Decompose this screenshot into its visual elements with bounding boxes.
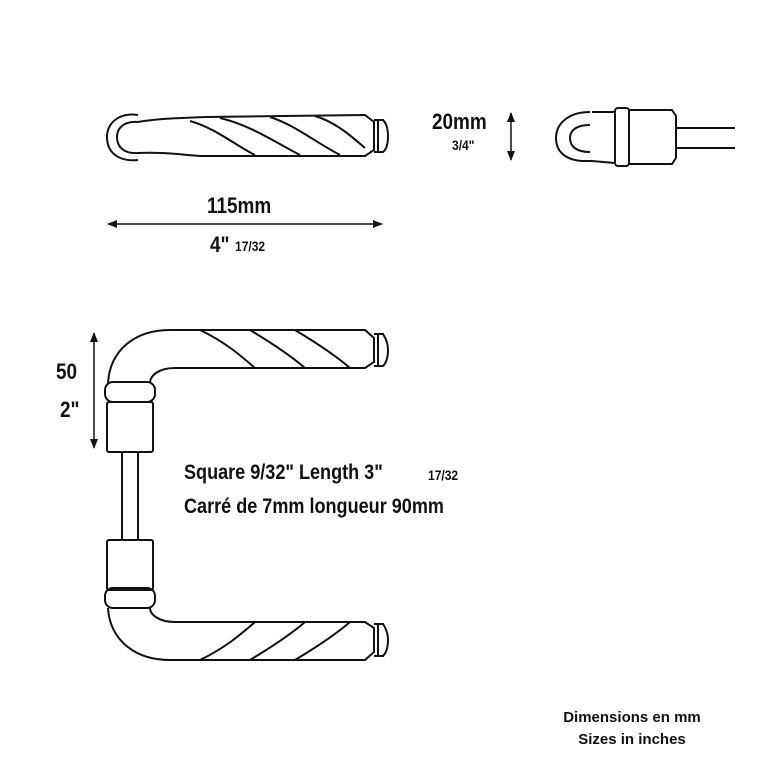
length-inch-fraction: 17/32 [235,238,266,254]
footer-units-mm: Dimensions en mm [563,709,701,726]
handle-end-knob [374,119,390,153]
length-inch-whole: 4" [210,232,230,257]
upper-handle [107,329,375,384]
side-view-handles [104,329,390,661]
offset-inch-label: 2" [60,397,80,422]
upper-collar [104,381,156,403]
height-inch-label: 3/4" [452,137,475,153]
rosette-inner [115,120,139,155]
rosette-outer [105,113,139,162]
lower-handle [107,607,375,661]
spindle-french-label: Carré de 7mm longueur 90mm [184,495,444,518]
spindle-english-label: Square 9/32" Length 3" [184,461,383,484]
offset-mm-label: 50 [56,359,78,384]
height-mm-label: 20mm [432,109,487,134]
handle-neck [137,116,206,123]
end-view-handle [554,107,735,167]
footer-units-inches: Sizes in inches [578,731,686,748]
twist-lines [189,115,366,156]
length-mm-label: 115mm [207,193,272,218]
handle-body [200,113,375,157]
top-view-handle [105,113,390,162]
lower-collar [106,539,154,591]
spindle-english-fraction: 17/32 [428,467,459,483]
